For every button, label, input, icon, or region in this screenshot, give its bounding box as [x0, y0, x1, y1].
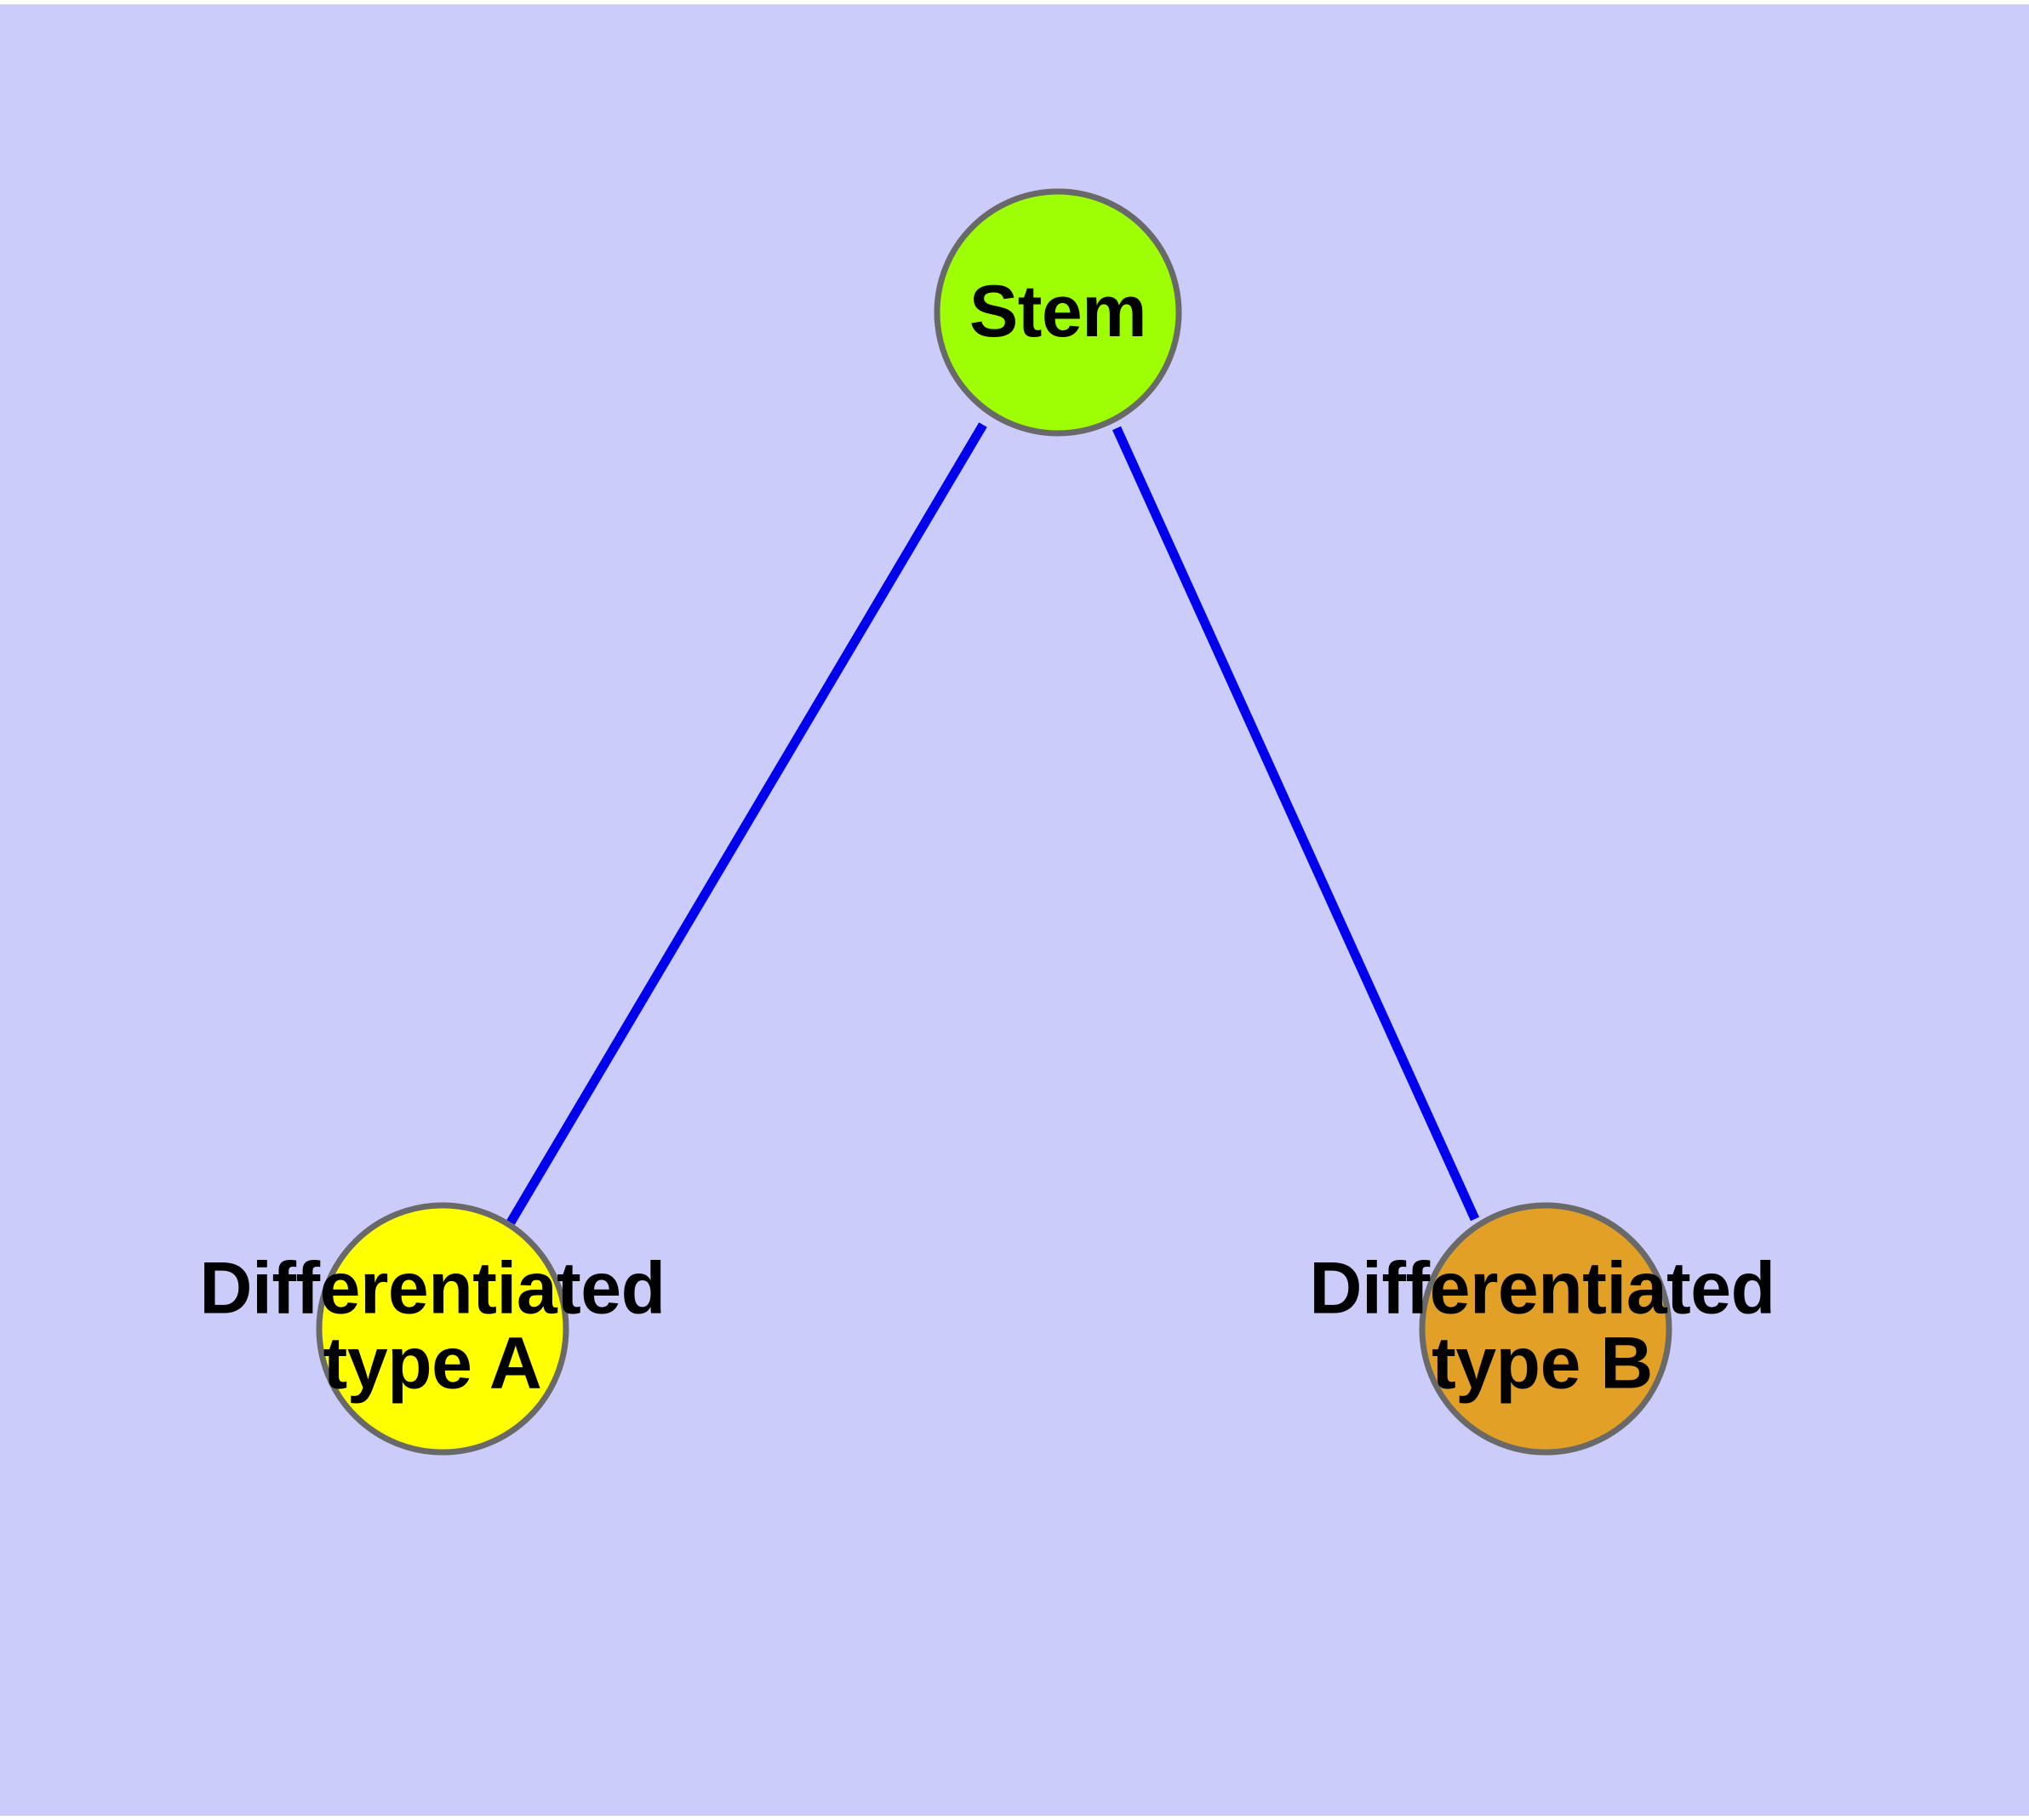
- node-differentiated-type-a[interactable]: [316, 1202, 569, 1456]
- node-layer: [316, 188, 1672, 1456]
- edge-layer: [506, 422, 1480, 1225]
- node-differentiated-type-b[interactable]: [1419, 1202, 1672, 1456]
- node-stem[interactable]: [934, 188, 1182, 437]
- edge-stem-to-differentiated-type-a: [506, 422, 987, 1225]
- edge-stem-to-differentiated-type-b: [1112, 426, 1480, 1222]
